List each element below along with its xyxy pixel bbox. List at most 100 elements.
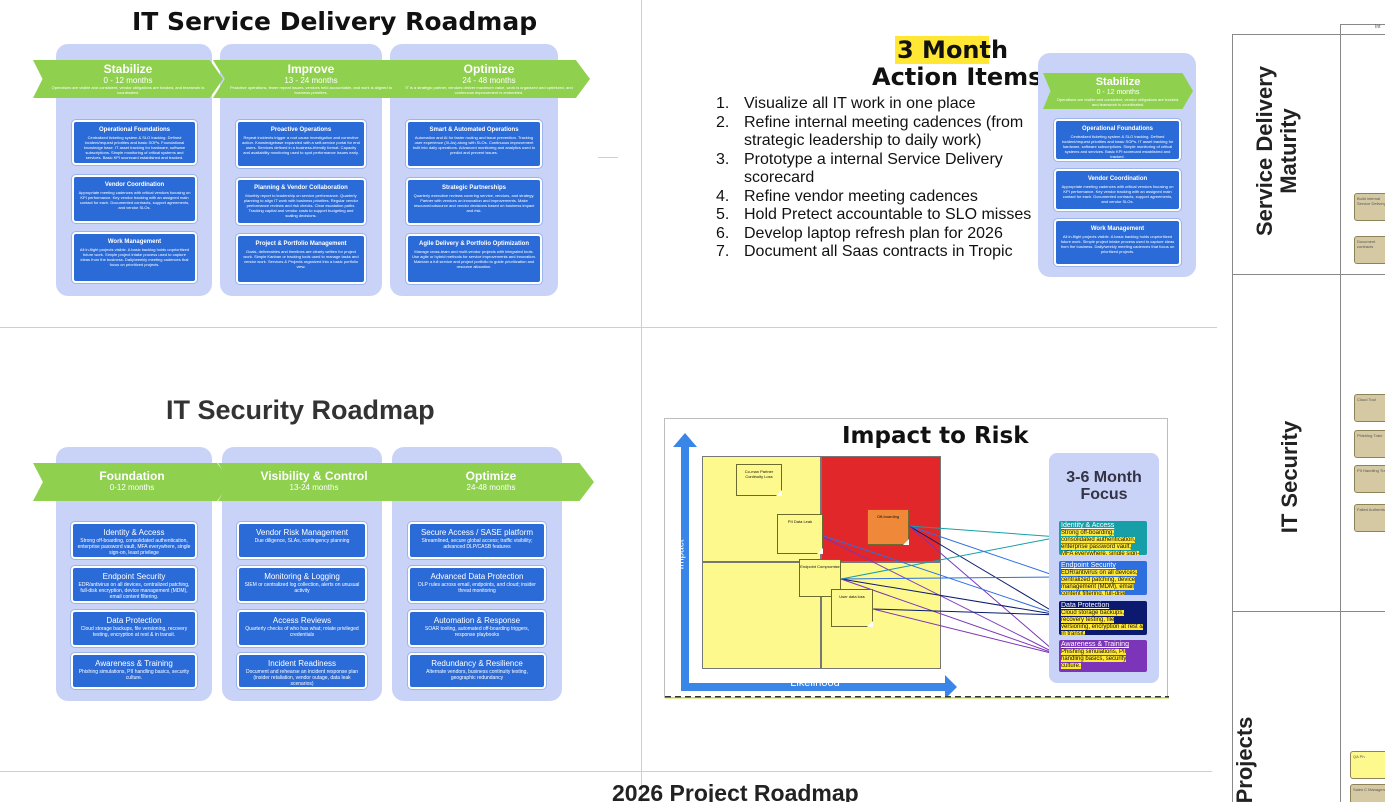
item-text: Visualize all IT work in one place [744, 95, 976, 112]
card-desc: SIEM or centralized log collection, aler… [244, 582, 360, 594]
swimlane-header-border [1340, 24, 1385, 25]
card-title: Planning & Vendor Collaboration [254, 185, 348, 191]
focus-title: 3-6 Month Focus [1066, 469, 1142, 503]
mini-card: Work Management All in-flight projects v… [1054, 219, 1181, 266]
swimlane-item[interactable]: QA Ph [1350, 751, 1385, 779]
card-desc: Strong off-boarding, consolidated authen… [77, 538, 191, 556]
swimlane-item[interactable]: PII Handling Train [1354, 465, 1385, 493]
risk-y-axis-label: Impact [675, 539, 687, 570]
card-desc: Document and rehearse an incident respon… [245, 669, 359, 687]
card-title: Operational Foundations [1081, 126, 1153, 132]
item-text: Hold Pretect accountable to SLO misses [744, 206, 1032, 223]
card-desc: Centralized ticketing system & SLO track… [83, 135, 186, 160]
swimlane-item[interactable]: Cloud Tool [1354, 394, 1385, 422]
security-card: Automation & Response SOAR tooling, auto… [408, 610, 546, 647]
swimlane-left-border [1232, 34, 1233, 802]
swimlane-item[interactable]: Build internal Service Delivery [1354, 193, 1385, 221]
card-title: Project & Portfolio Management [255, 241, 347, 247]
item-text: Refine vendor meeting cadences [744, 187, 978, 205]
swimlane-item[interactable]: Phishing Train [1354, 430, 1385, 458]
security-phase-chevron: Optimize 24-48 months [388, 463, 594, 501]
item-text: strategic leadership to daily work) [744, 132, 982, 149]
phase-period: 24 - 48 months [462, 76, 516, 85]
phase-period: 13 - 24 months [284, 76, 338, 85]
action-item: 1. Visualize all IT work in one place [716, 95, 1036, 114]
service-card: Smart & Automated Operations Automation … [406, 120, 542, 168]
swimlane-row-divider [1232, 611, 1385, 612]
card-desc: Repeat incidents trigger a root cause in… [242, 135, 360, 155]
item-number: 3. [716, 150, 730, 168]
swimlane-top-border [1232, 34, 1385, 35]
phase-desc: Operations are visible and consistent, v… [1056, 97, 1180, 107]
card-title: Strategic Partnerships [441, 185, 507, 191]
divider-stub [598, 157, 618, 158]
card-title: Advanced Data Protection [430, 572, 524, 581]
phase-desc: IT is a strategic partner, vendors deliv… [405, 85, 573, 95]
swimlane-item[interactable]: Failed Authentic [1354, 504, 1385, 532]
item-number: 1. [716, 95, 730, 112]
label-line: Maturity [1276, 108, 1301, 194]
focus-card-title: Data Protection [1061, 602, 1110, 609]
service-card: Proactive Operations Repeat incidents tr… [236, 120, 366, 168]
card-desc: Manage cross-team and multi-vendor proje… [412, 249, 536, 269]
swimlane-label-projects: Projects [1232, 716, 1257, 802]
security-card: Secure Access / SASE platform Streamline… [408, 522, 546, 559]
card-desc: Phishing simulations, PII handling basic… [78, 669, 190, 681]
action-title: Action Items [872, 63, 1043, 91]
card-desc: Alternate vendors, business continuity t… [426, 669, 528, 681]
card-desc: Goals, deliverables and timelines are cl… [243, 249, 359, 269]
focus-card-desc: Cloud storage backups, recovery testing,… [1061, 610, 1144, 635]
card-desc: Quarterly checks of who has what; rotate… [245, 626, 359, 638]
focus-card-desc: EDR/antivirus on all devices, centralize… [1061, 570, 1138, 595]
security-card: Incident Readiness Document and rehearse… [237, 653, 367, 689]
action-item: 5.Hold Pretect accountable to SLO misses [716, 206, 1036, 225]
swimlane-item[interactable]: Sales C Managem [1350, 784, 1385, 802]
service-phase-chevron: Stabilize 0 - 12 months Operations are v… [33, 60, 223, 98]
risk-note: Co-man Partner Continuity Loss [736, 464, 782, 496]
card-title: Identity & Access [103, 528, 165, 537]
action-item: 4. Refine vendor meeting cadences [716, 188, 1036, 207]
card-desc: All in-flight projects visible. A basic … [79, 247, 190, 267]
card-title: Incident Readiness [267, 659, 337, 668]
phase-name: Foundation [99, 469, 165, 483]
service-roadmap-title: IT Service Delivery Roadmap [132, 7, 538, 36]
service-card: Strategic Partnerships Quarterly executi… [406, 178, 542, 225]
item-number: 4. [716, 187, 730, 205]
action-item: 2.Refine internal meeting cadences (from… [716, 114, 1036, 151]
phase-name: Stabilize [1095, 76, 1141, 88]
project-roadmap-title: 2026 Project Roadmap [612, 780, 859, 802]
card-desc: Centralized ticketing system & SLO track… [1061, 134, 1174, 159]
phase-name: Visibility & Control [260, 469, 368, 483]
phase-period: 0 - 12 months [103, 76, 153, 85]
service-card: Agile Delivery & Portfolio Optimization … [406, 234, 542, 284]
security-card: Data Protection Cloud storage backups, f… [71, 610, 197, 647]
card-title: Automation & Response [433, 616, 521, 625]
divider-horizontal-top [0, 327, 1217, 328]
risk-note: PII Data Leak [777, 514, 823, 554]
card-title: Operational Foundations [98, 127, 170, 133]
service-phase-chevron: Improve 13 - 24 months Proactive operati… [213, 60, 409, 98]
security-phase-chevron: Visibility & Control 13-24 months [218, 463, 410, 501]
swimlane-label-border [1340, 24, 1341, 802]
card-desc: Cloud storage backups, file versioning, … [80, 626, 188, 638]
card-title: Smart & Automated Operations [429, 127, 519, 133]
service-card: Operational Foundations Centralized tick… [72, 120, 197, 165]
card-desc: Appropriate meeting cadences with critic… [1061, 184, 1174, 204]
mini-card: Operational Foundations Centralized tick… [1054, 119, 1181, 161]
swimlane-item[interactable]: Document contracts [1354, 236, 1385, 264]
swimlane-label-security: IT Security [1277, 420, 1302, 534]
phase-desc: Operations are visible and consistent, v… [51, 85, 205, 95]
security-phase-chevron: Foundation 0-12 months [33, 463, 231, 501]
action-list: 1. Visualize all IT work in one place 2.R… [716, 95, 1036, 262]
phase-desc: Proactive operations, fewer repeat issue… [229, 85, 393, 95]
label-line: Service Delivery [1252, 65, 1277, 237]
risk-x-axis-label: Likelihood [790, 677, 840, 689]
card-desc: Streamlined, secure global access; traff… [421, 538, 533, 550]
phase-name: Optimize [465, 469, 517, 483]
phase-name: Optimize [463, 62, 515, 76]
security-card: Advanced Data Protection DLP rules acros… [408, 566, 546, 603]
